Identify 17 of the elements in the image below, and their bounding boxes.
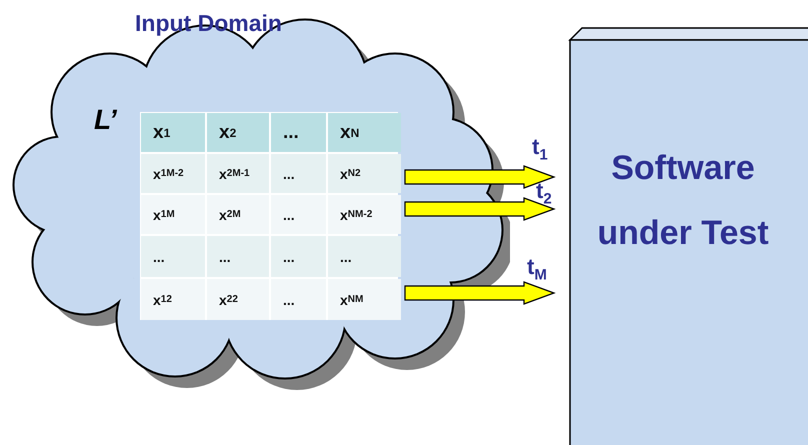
table-cell: ... [271,279,326,320]
table-cell: ... [141,236,205,277]
edge-label: t$_{M}$ [527,254,547,284]
header-cell: ... [271,113,326,152]
box-title: Software under Test [596,148,770,254]
table-cell: ... [328,236,401,277]
set-label: L’ [94,104,117,136]
edge-label: t$_{1}$ [532,134,548,164]
arrow [404,281,556,305]
arrow [404,165,556,189]
arrow [404,197,556,221]
table-cell: ... [271,195,326,234]
edge-label: t$_{2}$ [536,178,552,208]
heading: Input Domain [135,10,282,37]
table-cell: ... [207,236,269,277]
table-cell: ... [271,236,326,277]
table-cell: ... [271,154,326,193]
